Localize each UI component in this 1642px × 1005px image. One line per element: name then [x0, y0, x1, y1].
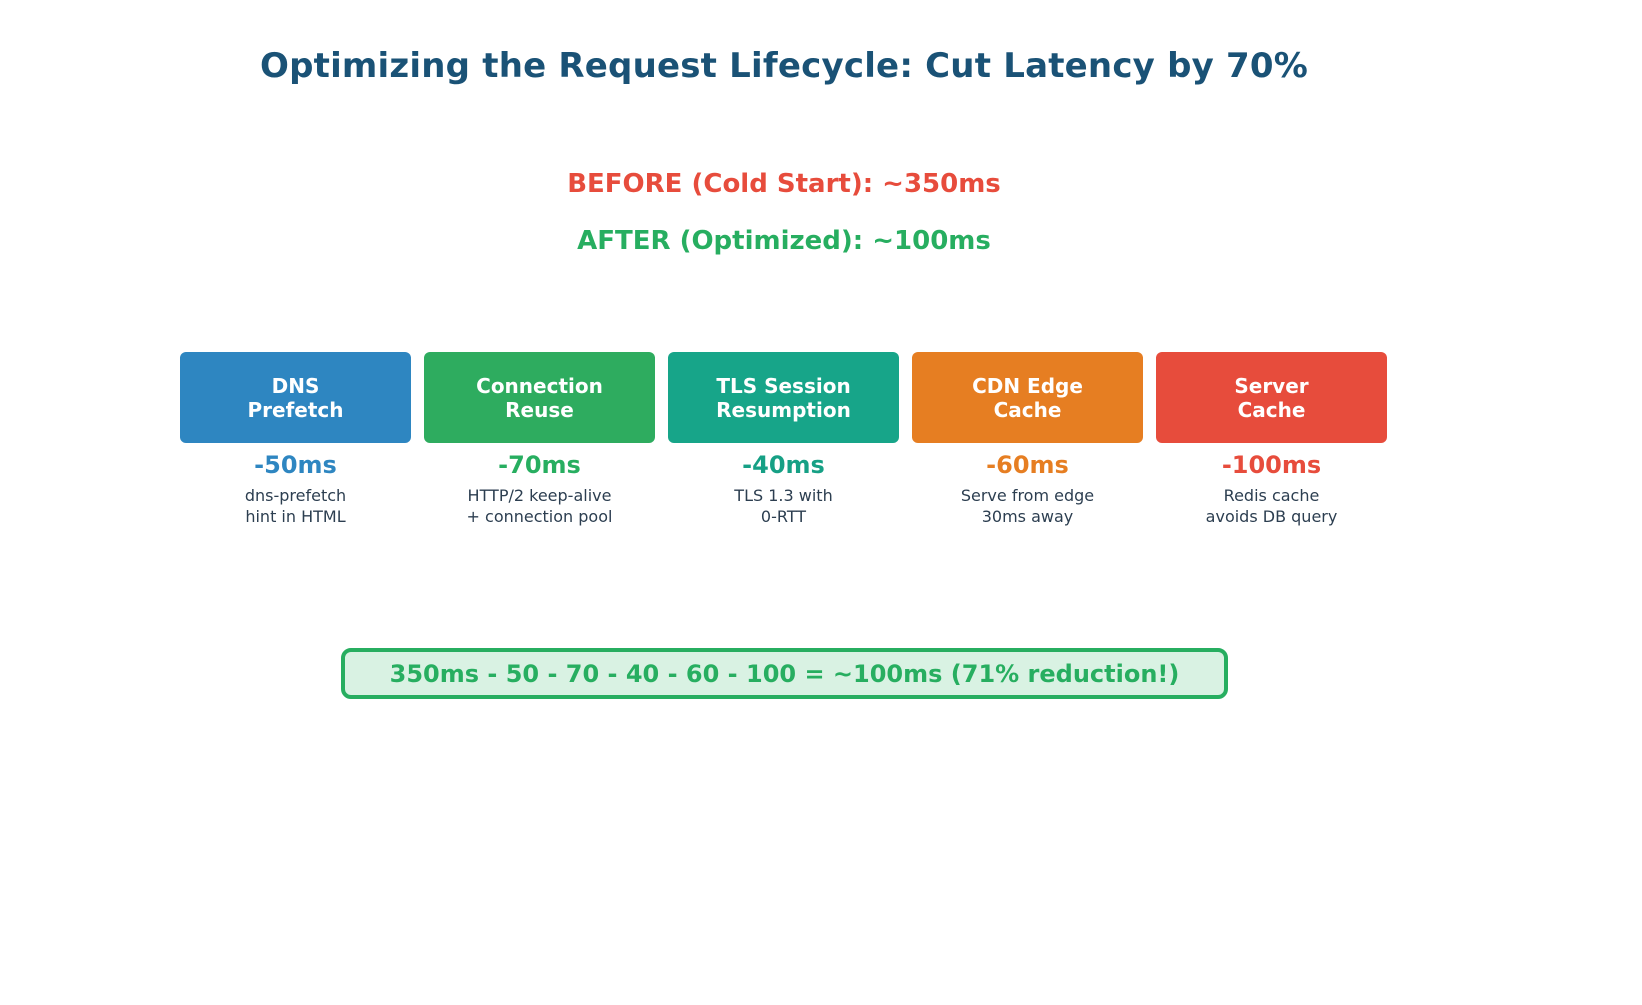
- step-saving: -100ms: [1221, 451, 1322, 479]
- step-server-cache: Server Cache -100ms Redis cache avoids D…: [1156, 352, 1387, 527]
- step-connection-reuse: Connection Reuse -70ms HTTP/2 keep-alive…: [424, 352, 655, 527]
- step-name-line1: CDN Edge: [972, 373, 1083, 398]
- step-description: Serve from edge 30ms away: [961, 486, 1094, 527]
- step-cdn-edge-cache: CDN Edge Cache -60ms Serve from edge 30m…: [912, 352, 1143, 527]
- latency-reduction-result-text: 350ms - 50 - 70 - 40 - 60 - 100 = ~100ms…: [389, 659, 1180, 688]
- step-box-cdn-edge-cache: CDN Edge Cache: [912, 352, 1143, 443]
- step-box-connection-reuse: Connection Reuse: [424, 352, 655, 443]
- step-desc-line2: + connection pool: [466, 506, 613, 526]
- step-desc-line1: dns-prefetch: [244, 486, 347, 505]
- latency-reduction-result-box: 350ms - 50 - 70 - 40 - 60 - 100 = ~100ms…: [341, 648, 1228, 699]
- step-tls-session-resumption: TLS Session Resumption -40ms TLS 1.3 wit…: [668, 352, 899, 527]
- step-name-line2: Cache: [1237, 397, 1306, 422]
- step-name-line2: Prefetch: [247, 397, 344, 422]
- step-desc-line1: Redis cache: [1223, 486, 1320, 505]
- step-name-line1: Server: [1234, 373, 1309, 398]
- step-box-server-cache: Server Cache: [1156, 352, 1387, 443]
- infographic-canvas: Optimizing the Request Lifecycle: Cut La…: [180, 46, 1387, 699]
- step-description: HTTP/2 keep-alive + connection pool: [467, 486, 613, 527]
- step-desc-line2: avoids DB query: [1205, 506, 1338, 526]
- step-name-line2: Cache: [993, 397, 1062, 422]
- optimization-steps-row: DNS Prefetch -50ms dns-prefetch hint in …: [180, 352, 1387, 527]
- step-box-tls-session-resumption: TLS Session Resumption: [668, 352, 899, 443]
- step-desc-line2: hint in HTML: [245, 506, 346, 526]
- step-saving: -60ms: [986, 451, 1069, 479]
- step-description: Redis cache avoids DB query: [1206, 486, 1338, 527]
- page-title: Optimizing the Request Lifecycle: Cut La…: [259, 46, 1308, 86]
- step-desc-line1: HTTP/2 keep-alive: [467, 486, 612, 505]
- step-description: TLS 1.3 with 0-RTT: [734, 486, 832, 527]
- step-desc-line1: Serve from edge: [960, 486, 1095, 505]
- step-saving: -70ms: [498, 451, 581, 479]
- step-name-line1: Connection: [476, 373, 603, 398]
- step-name-line2: Reuse: [505, 397, 574, 422]
- step-name-line1: TLS Session: [716, 373, 851, 398]
- step-dns-prefetch: DNS Prefetch -50ms dns-prefetch hint in …: [180, 352, 411, 527]
- step-desc-line2: 30ms away: [981, 506, 1074, 526]
- step-box-dns-prefetch: DNS Prefetch: [180, 352, 411, 443]
- step-desc-line1: TLS 1.3 with: [734, 486, 833, 505]
- step-name-line1: DNS: [271, 373, 320, 398]
- step-saving: -50ms: [254, 451, 337, 479]
- step-name-line2: Resumption: [716, 397, 851, 422]
- step-description: dns-prefetch hint in HTML: [245, 486, 346, 527]
- step-saving: -40ms: [742, 451, 825, 479]
- before-latency-summary: BEFORE (Cold Start): ~350ms: [567, 169, 1001, 199]
- step-desc-line2: 0-RTT: [760, 506, 807, 526]
- after-latency-summary: AFTER (Optimized): ~100ms: [577, 226, 991, 256]
